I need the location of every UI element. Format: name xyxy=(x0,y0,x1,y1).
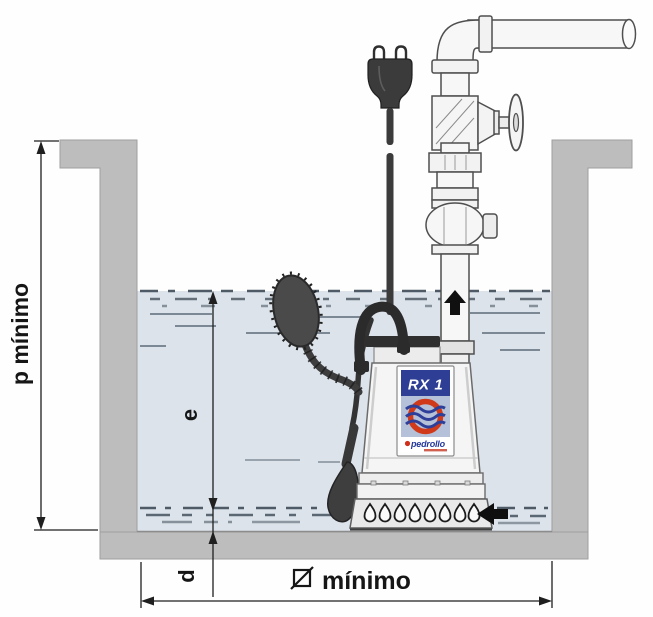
brand-tagline-mark xyxy=(424,449,447,452)
pump-handle xyxy=(354,301,409,375)
dim-p-minimo: p mínimo xyxy=(7,140,98,531)
cable-lower xyxy=(386,153,394,315)
arrow-up-icon xyxy=(208,531,218,544)
inflow-left-arrow-icon xyxy=(477,503,508,525)
arrow-right-icon xyxy=(539,596,552,606)
pipe-elbow xyxy=(436,19,482,63)
pump-bottom-rim xyxy=(358,472,484,485)
dim-diameter-minimo: mínimo xyxy=(140,561,553,608)
pipe-flange xyxy=(478,15,493,53)
power-plug xyxy=(367,45,413,109)
pump-model-text: RX 1 xyxy=(408,377,443,394)
pit-right-wall xyxy=(551,139,633,560)
check-valve xyxy=(425,199,498,255)
arrow-down-icon xyxy=(36,517,46,530)
arrow-up-icon xyxy=(208,291,218,304)
diameter-symbol-icon xyxy=(290,566,314,590)
sump-pit xyxy=(59,139,633,560)
pipe-segment xyxy=(436,171,474,189)
float-bulb xyxy=(269,271,323,351)
gate-valve xyxy=(431,93,524,152)
label-diameter-minimo: mínimo xyxy=(322,567,411,595)
pipe-segment xyxy=(440,142,470,154)
counterweight-stem xyxy=(341,423,359,469)
horizontal-pipe xyxy=(467,19,630,49)
outlet-collar xyxy=(435,340,475,355)
strainer-tabs xyxy=(370,480,471,486)
flow-up-arrow-icon xyxy=(444,290,466,315)
dim-e-d: e d xyxy=(174,291,218,597)
arrow-left-icon xyxy=(141,596,154,606)
label-header xyxy=(401,370,450,396)
label-e: e xyxy=(177,409,202,421)
arrow-up-icon xyxy=(36,141,46,154)
pit-floor xyxy=(99,531,589,560)
suction-slots xyxy=(363,502,481,523)
brand-waves-icon xyxy=(405,404,446,429)
pump: RX 1 pedrollo xyxy=(349,301,493,531)
handle-foot xyxy=(397,343,410,353)
arrow-down-icon xyxy=(208,498,218,511)
riser-pipe xyxy=(440,253,470,342)
valve-side-cap xyxy=(482,213,498,239)
discharge-pipe-assembly xyxy=(425,15,637,366)
brand-dot-icon xyxy=(404,440,411,447)
pump-label: RX 1 pedrollo xyxy=(396,365,455,457)
water-surface-lines xyxy=(140,289,550,308)
pit-left-wall xyxy=(59,139,138,560)
pipe-union xyxy=(431,187,479,201)
handle-foot xyxy=(354,361,369,372)
label-p-minimo: p mínimo xyxy=(7,283,33,385)
pipe-segment xyxy=(440,72,470,97)
pipe-flange xyxy=(431,59,479,74)
cable-upper xyxy=(386,108,394,145)
brand-ring-icon xyxy=(407,398,444,435)
plug-body xyxy=(367,58,413,109)
label-brand-strip xyxy=(401,437,450,452)
pipe-union xyxy=(428,152,482,173)
brand-wordmark: pedrollo xyxy=(410,439,446,449)
label-d: d xyxy=(174,569,199,582)
pipe-open-end xyxy=(621,18,637,50)
strainer-ring xyxy=(356,483,486,500)
power-cable xyxy=(386,108,394,315)
float-counterweight xyxy=(327,461,360,523)
